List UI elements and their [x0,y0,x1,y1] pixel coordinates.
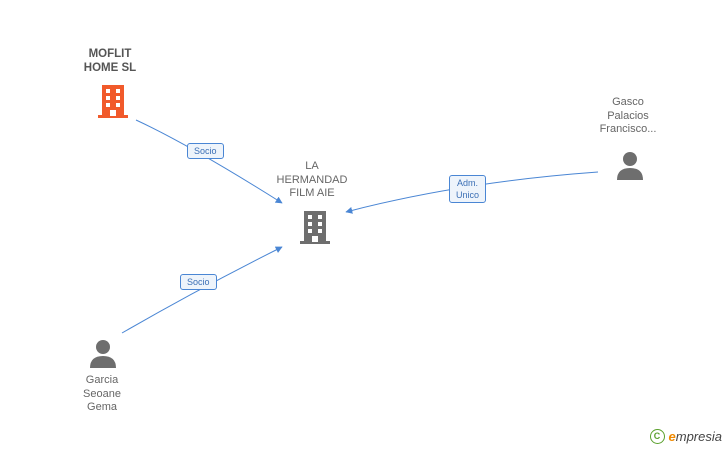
brand-logo: empresia [668,429,722,444]
copyright-brand: C empresia [649,429,722,444]
node-label-hermandad[interactable]: LA HERMANDAD FILM AIE [276,160,348,199]
relation-badge-moflit-socio[interactable]: Socio [187,143,224,159]
building-icon[interactable] [298,209,332,245]
edge-moflit-to-hermandad [135,119,283,204]
building-icon[interactable] [96,83,130,119]
node-label-moflit[interactable]: MOFLIT HOME SL [83,48,137,74]
node-label-gasco[interactable]: Gasco Palacios Francisco... [599,96,657,135]
person-icon[interactable] [88,338,118,368]
relation-badge-garcia-socio[interactable]: Socio [180,274,217,290]
node-label-garcia[interactable]: Garcia Seoane Gema [83,374,121,413]
edge-garcia-to-hermandad [121,246,283,334]
person-icon[interactable] [615,150,645,180]
relation-badge-gasco-adm-unico[interactable]: Adm. Unico [449,175,487,203]
copyright-icon: C [649,429,665,444]
